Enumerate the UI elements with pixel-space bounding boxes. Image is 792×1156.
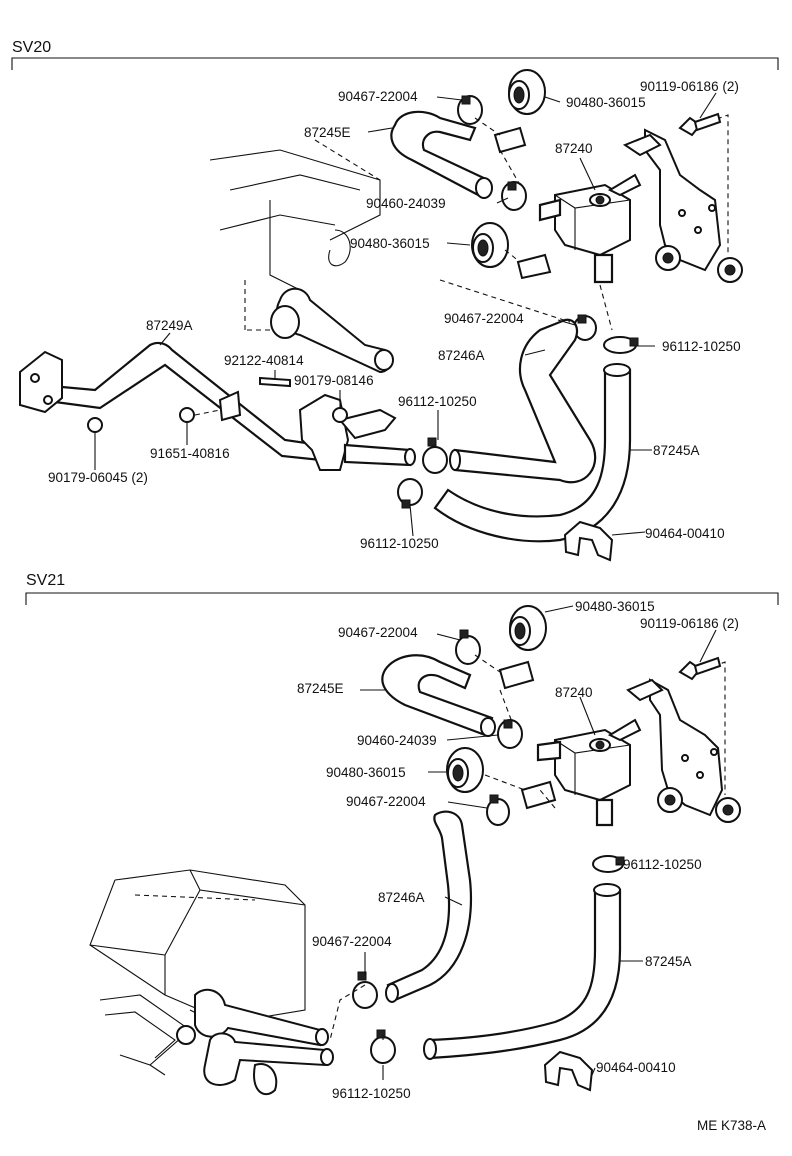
- coupling-lower-sv20: [516, 253, 552, 280]
- grommet-90480-a: [508, 69, 546, 115]
- clamp-96112-b-sv21: [370, 1029, 396, 1064]
- coupling-upper-sv20: [493, 126, 527, 154]
- hose-87245E-sv21: [381, 654, 494, 737]
- label-96112-10250-b-sv21: 96112-10250: [332, 1086, 411, 1101]
- label-87245E: 87245E: [304, 125, 351, 140]
- label-90460-24039-sv21: 90460-24039: [357, 733, 437, 748]
- section-bracket-sv21: [25, 592, 779, 605]
- label-96112-10250-b: 96112-10250: [398, 394, 477, 409]
- hose-87245A-sv20: [433, 368, 632, 543]
- label-96112-10250-a: 96112-10250: [662, 339, 741, 354]
- section-title-sv21: SV21: [26, 572, 65, 589]
- label-92122-40814: 92122-40814: [224, 353, 304, 368]
- leader-lines-sv21: [360, 605, 717, 1080]
- labels-sv21: 90480-36015 90467-22004 90119-06186 (2) …: [297, 599, 739, 1101]
- label-87249A: 87249A: [146, 318, 193, 333]
- outlet-pipe-sv20: [270, 287, 394, 374]
- heater-pipes-sv21: [99, 988, 334, 1096]
- label-90467-22004-c-sv21: 90467-22004: [312, 934, 392, 949]
- label-91651-40816: 91651-40816: [150, 446, 230, 461]
- label-90119-06186: 90119-06186 (2): [640, 79, 739, 94]
- coupling-lower-sv21: [520, 780, 557, 810]
- label-90467-22004-a: 90467-22004: [338, 89, 418, 104]
- label-90179-08146: 90179-08146: [294, 373, 374, 388]
- hose-87245E: [390, 110, 490, 198]
- label-87245E-sv21: 87245E: [297, 681, 344, 696]
- valve-87240-sv20: [538, 173, 642, 284]
- clamp-96112-c: [397, 478, 423, 509]
- bracket-sv21: [626, 661, 741, 823]
- label-90480-36015-a: 90480-36015: [566, 95, 646, 110]
- hose-87246A-sv21: [386, 810, 472, 1002]
- label-87246A: 87246A: [438, 348, 485, 363]
- grommet-90480-b-sv21: [446, 747, 484, 793]
- label-90467-22004-b-sv21: 90467-22004: [346, 794, 426, 809]
- clamp-96112-a: [603, 336, 639, 354]
- dash-lines-sv21: [329, 654, 556, 1041]
- clip-90464-sv20: [563, 520, 614, 562]
- label-87240-sv21: 87240: [555, 685, 593, 700]
- bolt-90119-sv20: [678, 112, 722, 137]
- label-90464-00410: 90464-00410: [645, 526, 725, 541]
- label-90467-22004-a-sv21: 90467-22004: [338, 625, 418, 640]
- label-96112-10250-a-sv21: 96112-10250: [623, 857, 702, 872]
- label-90480-36015-a-sv21: 90480-36015: [575, 599, 655, 614]
- engine-outline-sv20: [209, 139, 381, 330]
- leader-lines-sv20: [94, 92, 717, 537]
- clamp-96112-b: [422, 437, 448, 474]
- label-96112-10250-c: 96112-10250: [360, 536, 439, 551]
- bolt-90119-sv21: [678, 656, 722, 681]
- hose-87246A-sv20: [453, 318, 597, 484]
- clamp-90467-a: [457, 95, 483, 125]
- label-90464-00410-sv21: 90464-00410: [596, 1060, 676, 1075]
- label-90179-06045: 90179-06045 (2): [48, 470, 148, 485]
- label-90119-06186-sv21: 90119-06186 (2): [640, 616, 739, 631]
- label-90460-24039: 90460-24039: [366, 196, 446, 211]
- label-87240: 87240: [555, 141, 593, 156]
- clamp-90467-c-sv21: [352, 971, 378, 1009]
- clip-90464-sv21: [543, 1050, 594, 1092]
- label-90480-36015-b: 90480-36015: [350, 236, 430, 251]
- label-87245A: 87245A: [653, 443, 700, 458]
- section-title-sv20: SV20: [12, 39, 51, 56]
- nut-90179-08146: [332, 407, 348, 423]
- valve-87240-sv21: [536, 718, 642, 827]
- label-90480-36015-b-sv21: 90480-36015: [326, 765, 406, 780]
- clamp-90460-sv21: [497, 719, 523, 749]
- clamp-90467-a-sv21: [455, 629, 481, 665]
- label-87245A-sv21: 87245A: [645, 954, 692, 969]
- grommet-90480-b: [471, 222, 509, 268]
- labels-sv20: 87245E 90467-22004 90480-36015 90119-061…: [48, 79, 741, 551]
- diagram-code: ME K738-A: [697, 1118, 766, 1133]
- clamp-96112-a-sv21: [592, 855, 625, 873]
- stud-92122: [259, 376, 291, 388]
- clamp-90467-b-sv21: [486, 794, 510, 826]
- nut-90179-06045: [87, 417, 103, 433]
- dash-lines-sv20: [194, 117, 613, 416]
- coupling-upper-sv21: [498, 660, 535, 690]
- grommet-90480-a-sv21: [509, 605, 547, 651]
- clamp-90460: [501, 181, 527, 211]
- bolt-91651: [179, 407, 195, 423]
- section-bracket-sv20: [11, 57, 779, 70]
- section-sv21: SV21: [25, 572, 779, 1101]
- section-sv20: SV20: [11, 39, 779, 562]
- label-87246A-sv21: 87246A: [378, 890, 425, 905]
- label-90467-22004-b: 90467-22004: [444, 311, 524, 326]
- bracket-sv20: [622, 114, 743, 283]
